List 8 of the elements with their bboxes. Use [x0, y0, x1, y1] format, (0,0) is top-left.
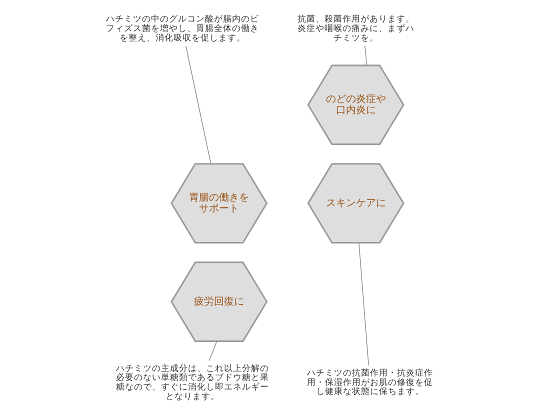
connector [364, 46, 367, 66]
node-text: ハチミツの中のグルコン酸が腸内のビフィズス菌を増やし、胃腸全体の働きを整え、消化吸収を促します。 [106, 14, 259, 44]
node-text: ハチミツの主成分は、これ以上分解の必要のない単糖類であるブドウ糖と果糖なので、すぐに消化し即エネルギーとなります。 [116, 364, 270, 402]
connector [358, 242, 369, 366]
connector [208, 340, 217, 361]
connector [186, 46, 212, 164]
node-text: 抗菌、殺菌作用があります。炎症や咽喉の痛みに、まずハチミツを。 [297, 14, 414, 44]
node-text: ハチミツの抗菌作用・抗炎症作用・保湿作用がお肌の修復を促し健康な状態に保ちます。 [306, 368, 433, 398]
